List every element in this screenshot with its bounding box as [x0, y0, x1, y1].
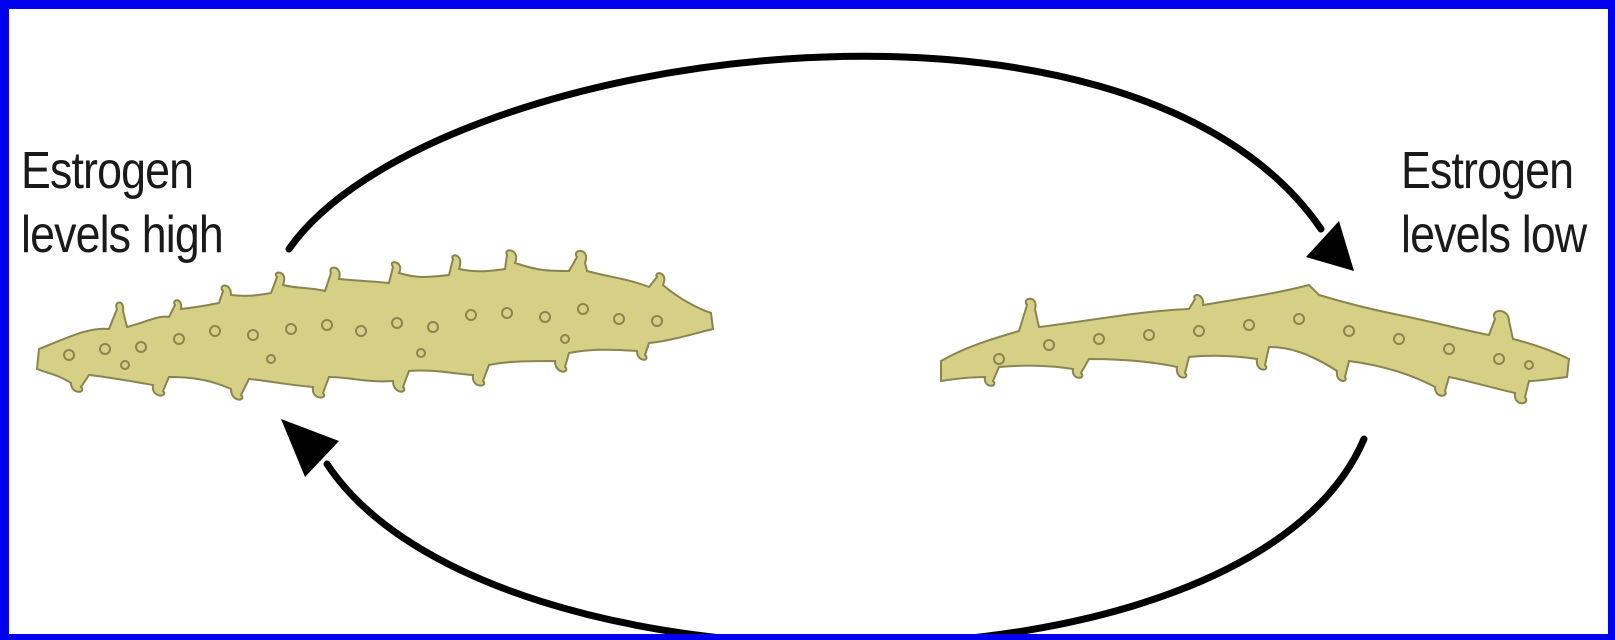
label-estrogen-high-line1: Estrogen: [21, 139, 223, 203]
estrogen-cycle-diagram: [9, 9, 1615, 640]
label-estrogen-low-line1: Estrogen: [1401, 139, 1586, 203]
border-bottom: [0, 634, 1615, 640]
label-estrogen-high: Estrogen levels high: [21, 139, 223, 267]
arrow-low-to-high: [281, 419, 1364, 640]
dendrite-many-spines: [37, 250, 713, 399]
label-estrogen-low: Estrogen levels low: [1401, 139, 1586, 267]
label-estrogen-low-line2: levels low: [1401, 203, 1586, 267]
arrow-high-to-low: [289, 56, 1354, 271]
dendrite-few-spines: [941, 285, 1569, 403]
arrowhead-top-icon: [1306, 221, 1354, 271]
border-right: [1608, 0, 1615, 640]
label-estrogen-high-line2: levels high: [21, 203, 223, 267]
